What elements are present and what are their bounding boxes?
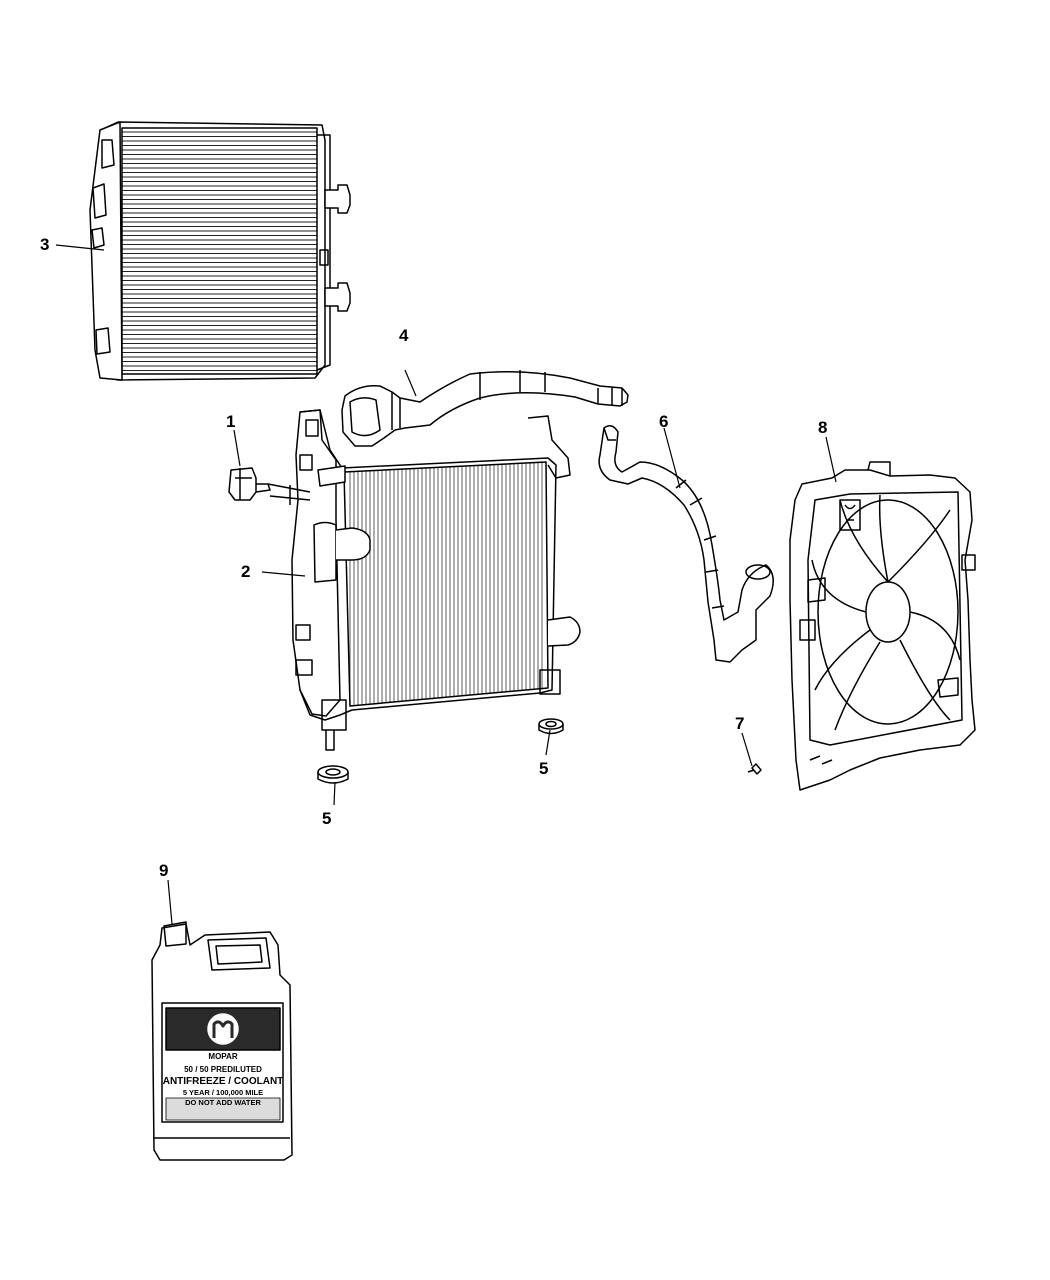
jug-line-3: 5 YEAR / 100,000 MILE bbox=[183, 1088, 263, 1097]
callout-5-left: 5 bbox=[322, 809, 332, 828]
coolant-jug-part bbox=[151, 921, 293, 1161]
jug-label-text: MOPAR 50 / 50 PREDILUTED ANTIFREEZE / CO… bbox=[163, 1052, 284, 1107]
callout-5-right: 5 bbox=[539, 759, 549, 778]
radiator-upper-part bbox=[89, 121, 351, 381]
clip-part bbox=[747, 763, 762, 775]
callout-8: 8 bbox=[818, 418, 828, 437]
upper-radiator-hose-part bbox=[341, 370, 629, 447]
callout-4: 4 bbox=[399, 326, 409, 345]
leader-lines bbox=[55, 244, 837, 925]
lower-radiator-hose-part bbox=[598, 425, 774, 663]
grommet-part-right bbox=[538, 718, 564, 735]
jug-brand: MOPAR bbox=[208, 1052, 237, 1061]
radiator-lower-part bbox=[267, 409, 581, 751]
callout-9: 9 bbox=[159, 861, 169, 880]
callout-2: 2 bbox=[241, 562, 251, 581]
jug-line-2: ANTIFREEZE / COOLANT bbox=[163, 1076, 284, 1087]
jug-line-1: 50 / 50 PREDILUTED bbox=[184, 1065, 262, 1074]
fan-shroud-part bbox=[789, 461, 976, 791]
sensor-part bbox=[228, 467, 271, 501]
callout-6: 6 bbox=[659, 412, 669, 431]
callout-1: 1 bbox=[226, 412, 236, 431]
grommet-part-left bbox=[317, 765, 349, 784]
callout-3: 3 bbox=[40, 235, 50, 254]
callout-7: 7 bbox=[735, 714, 745, 733]
jug-line-4: DO NOT ADD WATER bbox=[185, 1098, 261, 1107]
